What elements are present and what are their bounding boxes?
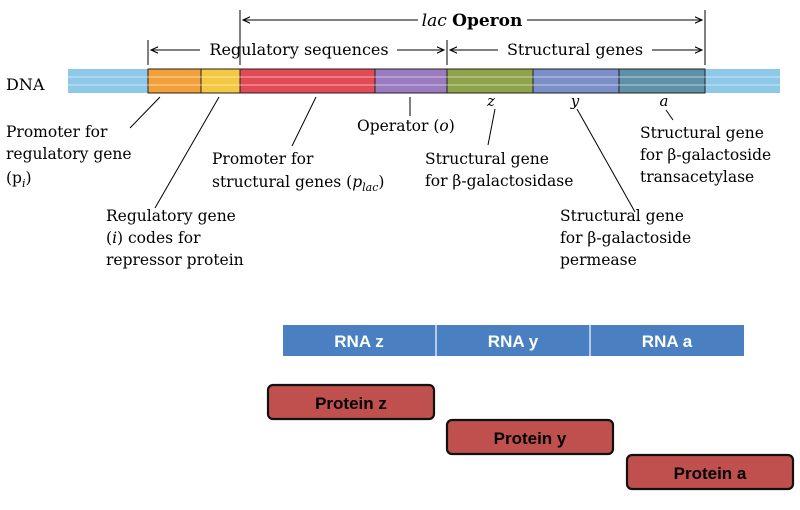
- svg-text:Promoter for: Promoter for: [212, 150, 314, 168]
- svg-text:Promoter for: Promoter for: [6, 123, 108, 141]
- svg-text:for β-galactoside: for β-galactoside: [560, 229, 691, 247]
- label-promoter-structural: Promoter for structural genes (plac): [212, 150, 384, 194]
- gene-letter-y: y: [570, 92, 580, 110]
- rna-segment-z: [283, 325, 436, 356]
- leader-lines: [129, 96, 674, 213]
- segment-promoter-structural: [239, 68, 376, 94]
- segment-gene-y: [532, 68, 620, 94]
- svg-text:Regulatory gene: Regulatory gene: [106, 207, 236, 225]
- svg-text:Structural gene: Structural gene: [560, 207, 684, 225]
- regulatory-sequences-label: Regulatory sequences: [209, 40, 388, 59]
- rna-label-y: RNA y: [488, 332, 539, 351]
- label-gene-y: Structural gene for β-galactoside permea…: [560, 207, 691, 269]
- segment-promoter-regulatory: [147, 68, 202, 94]
- dna-label: DNA: [6, 75, 45, 94]
- protein-a-box: [625, 453, 795, 491]
- svg-text:permease: permease: [560, 251, 637, 269]
- operon-bracket: lac Operon: [239, 10, 706, 65]
- segment-operator: [374, 68, 448, 94]
- regulatory-sequences-bracket: Regulatory sequences: [147, 40, 448, 65]
- rna-segment-y: [436, 325, 590, 356]
- rna-segment-a: [590, 325, 744, 356]
- dna-left-flank: [68, 69, 148, 93]
- svg-text:for β-galactoside: for β-galactoside: [640, 146, 771, 164]
- svg-text:Operator (o): Operator (o): [357, 117, 455, 135]
- structural-genes-bracket: Structural genes: [450, 40, 702, 59]
- rna-transcript: RNA z RNA y RNA a: [283, 325, 744, 356]
- label-gene-a: Structural gene for β-galactoside transa…: [640, 124, 771, 186]
- structural-genes-label: Structural genes: [507, 40, 643, 59]
- svg-text:(i) codes for: (i) codes for: [106, 229, 201, 247]
- rna-label-a: RNA a: [642, 332, 693, 351]
- label-operator: Operator (o): [357, 117, 455, 135]
- svg-text:transacetylase: transacetylase: [640, 168, 754, 186]
- protein-a-label: Protein a: [674, 464, 747, 483]
- label-promoter-regulatory: Promoter for regulatory gene (pi): [6, 123, 132, 190]
- svg-text:regulatory gene: regulatory gene: [6, 145, 132, 163]
- protein-y-label: Protein y: [494, 429, 567, 448]
- dna-strand: [68, 68, 780, 94]
- segment-gene-z: [446, 68, 534, 94]
- label-gene-z: Structural gene for β-galactosidase: [425, 150, 573, 190]
- dna-right-flank: [705, 69, 780, 93]
- svg-text:Structural gene: Structural gene: [425, 150, 549, 168]
- svg-text:Structural gene: Structural gene: [640, 124, 764, 142]
- svg-text:for β-galactosidase: for β-galactosidase: [425, 172, 573, 190]
- protein-z-box: [266, 383, 436, 421]
- gene-letter-z: z: [486, 92, 495, 110]
- segment-regulatory-gene: [200, 68, 241, 94]
- svg-text:repressor protein: repressor protein: [106, 251, 244, 269]
- proteins: Protein z Protein y Protein a: [266, 383, 795, 491]
- label-regulatory-gene: Regulatory gene (i) codes for repressor …: [106, 207, 244, 269]
- protein-z-label: Protein z: [315, 394, 387, 413]
- operon-title: lac Operon: [422, 11, 523, 31]
- protein-y-box: [445, 418, 615, 456]
- svg-text:structural genes (plac): structural genes (plac): [212, 173, 384, 194]
- svg-text:(pi): (pi): [6, 169, 32, 190]
- gene-letter-a: a: [660, 92, 669, 110]
- segment-gene-a: [618, 68, 706, 94]
- rna-label-z: RNA z: [334, 332, 383, 351]
